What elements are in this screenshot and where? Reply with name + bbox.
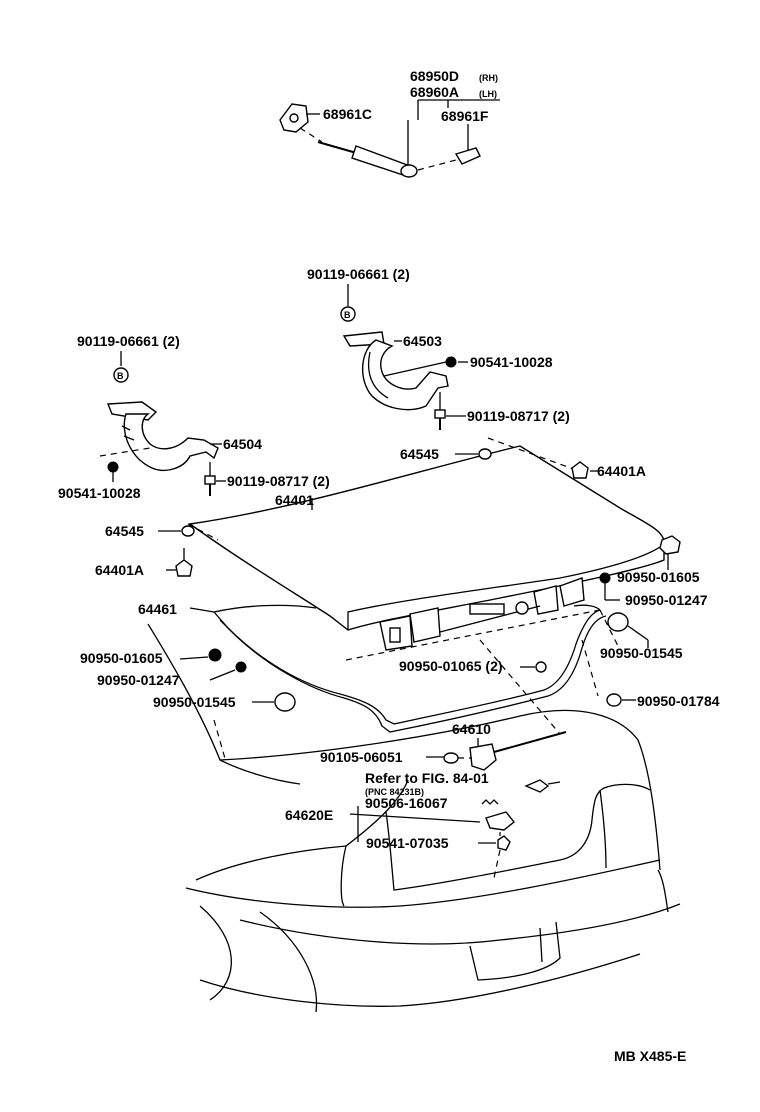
spring-90506-16067 [481, 799, 499, 805]
nut-90541-10028-right [445, 356, 457, 368]
label-64503: 64503 [403, 333, 442, 349]
cushion-90950-01545-right [607, 612, 629, 632]
bolt-90105-06051 [443, 752, 472, 764]
pnc-reference: (PNC 84231B) [365, 787, 424, 797]
label-64545-left: 64545 [105, 523, 144, 539]
nut-90541-10028-left [107, 461, 119, 473]
bumper-64545-left [181, 525, 195, 537]
ball-joint-stud-68961f [454, 124, 481, 165]
bumper-64401a-right [571, 461, 589, 479]
hinge-64504 [106, 401, 219, 472]
cushion-90950-01065 [535, 661, 547, 673]
label-68960a: 68960A [410, 84, 459, 100]
label-90541-07035: 90541-07035 [366, 835, 449, 851]
diagram-code: MB X485-E [614, 1048, 686, 1064]
label-90506-16067: 90506-16067 [365, 795, 448, 811]
label-90950-01605-right: 90950-01605 [617, 569, 700, 585]
weatherstrip-64461 [213, 604, 607, 733]
label-64620e: 64620E [285, 807, 333, 823]
label-nut-90541-10028-right: 90541-10028 [470, 354, 553, 370]
cushion-90950-01247-right [599, 572, 611, 584]
label-64401: 64401 [275, 492, 314, 508]
striker-bracket [485, 811, 515, 831]
label-90950-01247-right: 90950-01247 [625, 592, 708, 608]
label-nut-90541-10028-left: 90541-10028 [58, 485, 141, 501]
svg-text:B: B [117, 371, 124, 381]
bolt-90119-08717-left [204, 475, 216, 496]
cushion-90950-01605-right [659, 535, 681, 555]
label-90950-01605-left: 90950-01605 [80, 650, 163, 666]
gas-strut-assembly [279, 99, 500, 178]
ball-joint-bracket-68961c [279, 103, 320, 133]
bolt-90119-08717-right [434, 409, 446, 430]
svg-text:B: B [344, 310, 351, 320]
label-bolt-90119-08717-right: 90119-08717 (2) [467, 408, 570, 424]
vehicle-rear-body [147, 623, 681, 1013]
label-bolt-90119-06661-left: 90119-06661 (2) [77, 333, 180, 349]
label-68950d: 68950D [410, 68, 459, 84]
trunk-lid-64401 [188, 445, 665, 651]
label-rh: (RH) [479, 73, 498, 83]
gas-strut [317, 141, 418, 178]
label-90950-01545-left: 90950-01545 [153, 694, 236, 710]
cushion-90950-01784 [606, 693, 622, 707]
reference-mark-b-left: B [113, 367, 129, 383]
label-bolt-90119-08717-left: 90119-08717 (2) [227, 473, 330, 489]
label-lh: (LH) [479, 89, 497, 99]
hinge-64503 [342, 331, 449, 411]
cushion-90950-01247-left [235, 661, 247, 673]
refer-to-fig-link[interactable]: Refer to FIG. 84-01 [365, 770, 489, 786]
cushion-90950-01545-left [274, 692, 296, 712]
label-68961c: 68961C [323, 106, 372, 122]
label-68961f: 68961F [441, 108, 489, 124]
latch-assembly-84231b [524, 779, 561, 793]
lock-64610 [469, 731, 567, 771]
bumper-64545-right [478, 448, 492, 460]
label-64401a-left: 64401A [95, 562, 144, 578]
label-90950-01065: 90950-01065 (2) [399, 658, 503, 674]
label-64401a-right: 64401A [597, 463, 646, 479]
bumper-64401a-left [175, 559, 193, 577]
label-90950-01784: 90950-01784 [637, 693, 720, 709]
label-90950-01545-right: 90950-01545 [600, 645, 683, 661]
label-bolt-90119-06661-right: 90119-06661 (2) [307, 266, 410, 282]
reference-mark-b-right: B [340, 306, 356, 322]
label-64545-right: 64545 [400, 446, 439, 462]
label-64461: 64461 [138, 601, 177, 617]
label-90105-06051: 90105-06051 [320, 749, 403, 765]
label-64504: 64504 [223, 436, 262, 452]
nut-90541-07035 [497, 835, 511, 851]
label-90950-01247-left: 90950-01247 [97, 672, 180, 688]
cushion-90950-01605-left [208, 648, 222, 662]
